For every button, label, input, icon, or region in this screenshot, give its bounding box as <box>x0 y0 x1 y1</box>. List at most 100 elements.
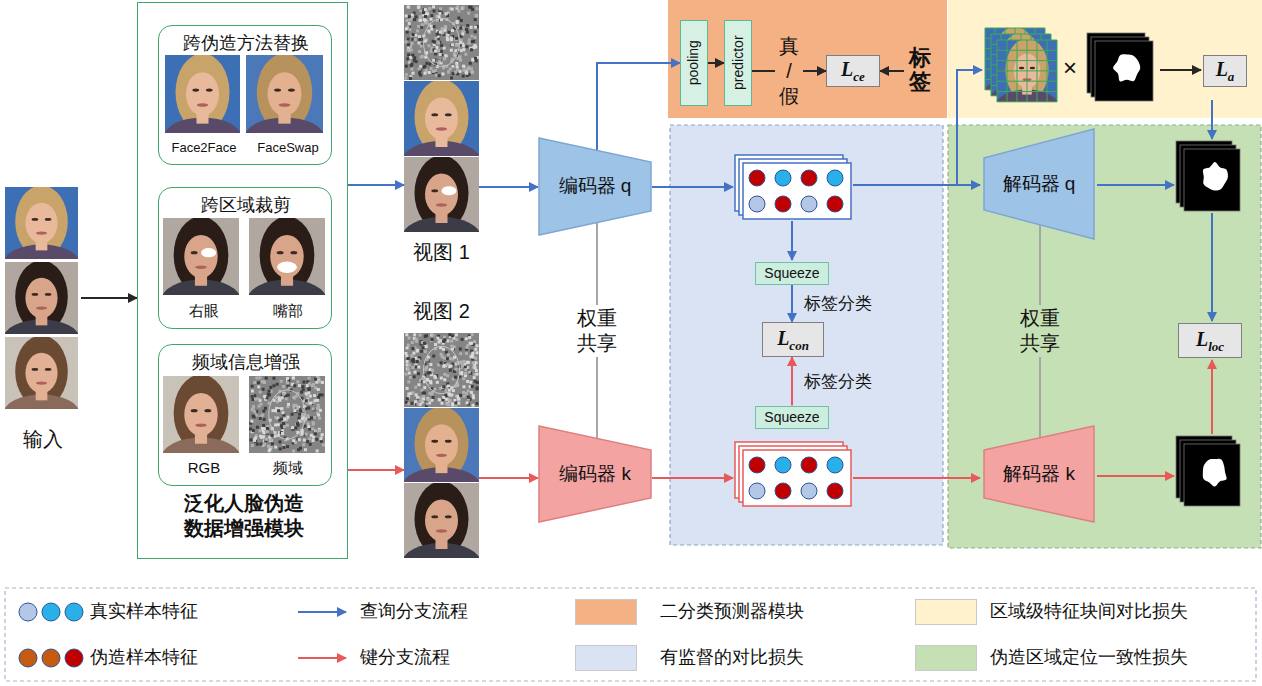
frequency-image-part <box>408 15 411 18</box>
frequency-image-part <box>472 40 475 43</box>
frequency-image-part <box>415 60 418 63</box>
frequency-image-part <box>412 33 415 36</box>
face-photo-part <box>32 368 39 371</box>
frequency-image-part <box>429 381 432 384</box>
math-symbol: L <box>1216 58 1228 80</box>
frequency-image-part <box>407 6 410 9</box>
symbol-label: × <box>1063 54 1077 82</box>
face-photo-part <box>288 89 295 92</box>
frequency-image-part <box>317 388 320 391</box>
frequency-image-part <box>305 399 308 402</box>
frequency-image-part <box>425 345 428 348</box>
node-text: 视图 1 <box>396 240 487 265</box>
frequency-image-part <box>251 385 254 388</box>
frequency-image-part <box>417 6 420 9</box>
feature-map-part <box>749 170 765 186</box>
frequency-image-part <box>277 423 280 426</box>
connector <box>81 297 137 299</box>
frequency-image-part <box>470 26 473 29</box>
frequency-image-part <box>426 378 429 381</box>
legend-swatch <box>575 599 637 625</box>
frequency-image-part <box>417 6 420 9</box>
flow-arrow <box>1097 475 1174 477</box>
flow-arrow <box>853 477 980 479</box>
frequency-image-part <box>259 443 262 446</box>
frequency-image-part <box>406 387 409 390</box>
frequency-image-part <box>459 59 462 62</box>
frequency-image-part <box>407 5 410 8</box>
frequency-image-part <box>420 44 423 47</box>
frequency-image-part <box>405 14 408 17</box>
frequency-image-part <box>415 339 418 342</box>
face-photo-part <box>45 368 52 371</box>
frequency-image-part <box>462 360 465 363</box>
feature-map-part <box>749 196 765 212</box>
frequency-image-part <box>428 63 431 66</box>
frequency-image-part <box>309 443 312 446</box>
frequency-image-part <box>308 437 311 440</box>
frequency-image-part <box>428 399 431 402</box>
frequency-image-part <box>442 348 445 351</box>
frequency-image-part <box>450 366 453 369</box>
frequency-image-part <box>444 25 447 28</box>
connector <box>791 357 793 406</box>
frequency-image-part <box>425 365 428 368</box>
frequency-image-part <box>421 55 424 58</box>
frequency-image-part <box>413 56 416 59</box>
frequency-image-part <box>434 37 437 40</box>
frequency-image-part <box>282 422 285 425</box>
face-photo-part <box>274 89 281 92</box>
frequency-image-part <box>292 450 295 453</box>
frequency-image-part <box>447 71 450 74</box>
frequency-image-part <box>476 386 479 389</box>
frequency-image-part <box>411 72 414 75</box>
node-text: 跨区域裁剪 <box>159 194 333 217</box>
frequency-image-part <box>407 402 410 405</box>
frequency-image-part <box>266 428 269 431</box>
frequency-image-part <box>433 41 436 44</box>
frequency-image-part <box>467 42 470 45</box>
frequency-image-part <box>269 439 272 442</box>
frequency-image-part <box>307 406 310 409</box>
frequency-image-part <box>474 57 477 60</box>
frequency-image-part <box>475 14 478 17</box>
frequency-image-part <box>436 381 439 384</box>
connector <box>348 469 404 471</box>
frequency-image-part <box>271 409 274 412</box>
frequency-image-part <box>251 394 254 397</box>
frequency-image-part <box>431 334 434 337</box>
frequency-image-part <box>406 346 409 349</box>
frequency-image-part <box>422 397 425 400</box>
decoder-trapezoid: 解码器 k <box>983 425 1095 523</box>
augmentation-box: 跨伪造方法替换Face2FaceFaceSwap <box>158 25 332 165</box>
frequency-image-part <box>407 53 410 56</box>
feature-map-part <box>801 483 817 499</box>
face-photo-part <box>279 103 291 106</box>
frequency-image-part <box>462 69 465 72</box>
frequency-image-part <box>460 361 463 364</box>
frequency-image-part <box>419 15 422 18</box>
mask-stack <box>1176 436 1240 506</box>
frequency-image-part <box>427 44 430 47</box>
frequency-image-part <box>406 31 409 34</box>
frequency-image-part <box>298 416 301 419</box>
face-photo-part <box>192 89 199 92</box>
frequency-image-part <box>405 73 408 76</box>
frequency-image-part <box>459 394 462 397</box>
frequency-image-part <box>280 380 283 383</box>
frequency-image-part <box>314 378 317 381</box>
feature-map-part <box>743 450 851 506</box>
face-photo-part <box>184 235 217 278</box>
frequency-image <box>404 333 479 407</box>
encoder-trapezoid: 编码器 k <box>538 425 652 523</box>
frequency-image-part <box>446 363 449 366</box>
frequency-image-part <box>269 439 272 442</box>
frequency-image-part <box>252 414 255 417</box>
frequency-image-part <box>417 383 420 386</box>
patch-grid-part <box>997 101 1057 102</box>
face-photo-part <box>277 262 297 274</box>
frequency-image-part <box>430 25 433 28</box>
face-photo-part <box>445 515 452 518</box>
frequency-image-part <box>455 44 458 47</box>
frequency-image-part <box>262 388 265 391</box>
